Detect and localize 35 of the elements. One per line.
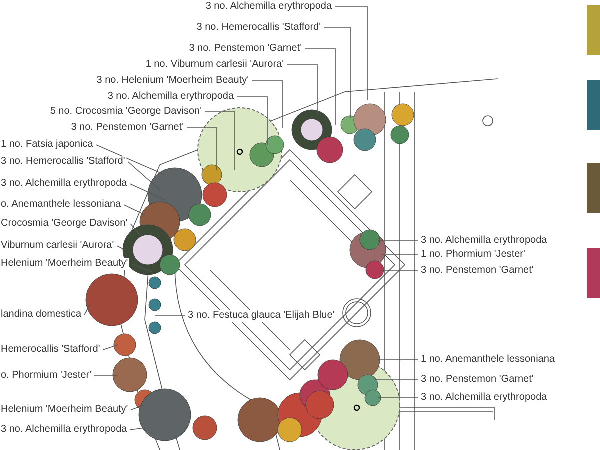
leader-line [130, 184, 166, 200]
leader-line [252, 80, 284, 128]
leader-line [124, 204, 146, 216]
plant-label: 5 no. Crocosmia 'George Davison' [49, 106, 203, 118]
plant-label: 3 no. Alchemilla erythropoda [0, 424, 128, 436]
plant-label: 3 no. Alchemilla erythropoda [106, 91, 235, 103]
leader-line [382, 254, 418, 256]
plant-label: 3 no. Alchemilla erythropoda [0, 178, 128, 190]
plant-label: 1 no. Fatsia japonica [0, 139, 94, 151]
leader-line [128, 162, 160, 190]
leader-line [84, 304, 90, 316]
leader-line [116, 246, 126, 250]
leader-line [130, 404, 146, 410]
plant-label: 3 no. Alchemilla erythropoda [204, 1, 333, 13]
plant-label: Crocosmia 'George Davison' [0, 218, 129, 230]
plant-label: 3 no. Alchemilla erythropoda [420, 235, 548, 247]
plant-label: Helenium 'Moerheim Beauty' [0, 404, 130, 416]
leader-line [130, 428, 146, 430]
leader-line [96, 144, 166, 176]
leader-line [204, 112, 236, 170]
plant-label: 3 no. Festuca glauca 'Elijah Blue' [187, 310, 336, 322]
leader-line [236, 96, 268, 146]
leader-line [102, 344, 118, 350]
leader-line [286, 64, 318, 116]
plant-label: Helenium 'Moerheim Beauty' [0, 258, 130, 270]
leader-line [324, 28, 352, 118]
plant-label: 3 no. Helenium 'Moerheim Beauty' [96, 75, 250, 87]
leader-line [304, 48, 336, 126]
leader-line [378, 240, 418, 242]
leader-line [130, 224, 140, 236]
leader-line [130, 264, 152, 272]
leader-line [380, 270, 418, 272]
leader-line [186, 128, 218, 170]
plant-label: 3 no. Alchemilla erythropoda [420, 392, 548, 404]
leader-line [334, 6, 368, 100]
